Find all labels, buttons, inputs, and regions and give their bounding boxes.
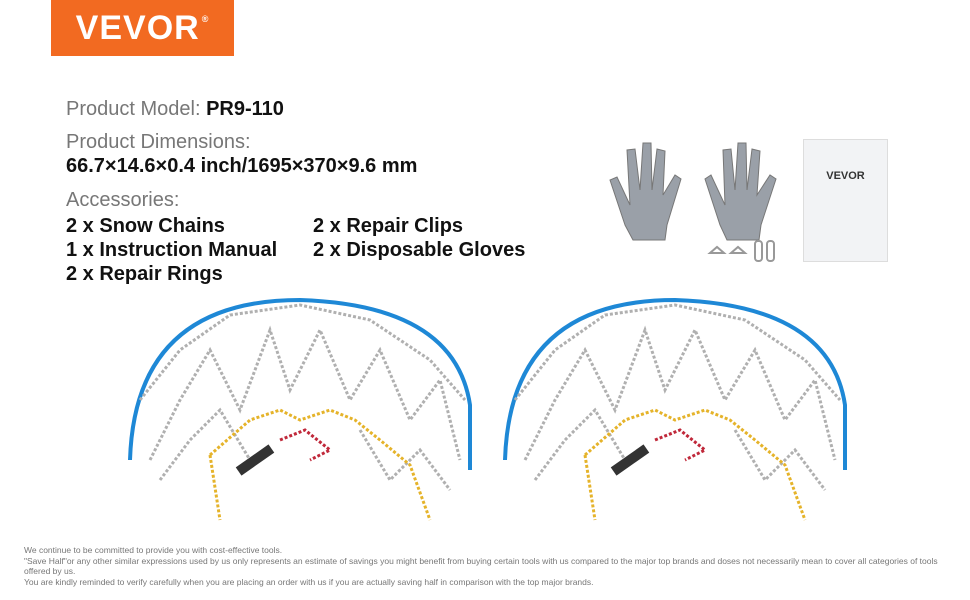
product-model: Product Model: PR9-110: [66, 98, 284, 121]
yellow-chain: [583, 408, 807, 521]
glove-left-icon: [609, 142, 682, 241]
yellow-chain: [208, 408, 432, 521]
cable: [128, 297, 472, 470]
tensioner: [610, 444, 650, 476]
glove-right-icon: [704, 142, 777, 241]
red-chain: [654, 428, 708, 462]
dimensions-value: 66.7×14.6×0.4 inch/1695×370×9.6 mm: [66, 155, 418, 177]
disclaimer-line: You are kindly reminded to verify carefu…: [24, 576, 594, 587]
cable: [503, 297, 847, 470]
red-chain: [279, 428, 333, 462]
repair-clips-icon: [707, 240, 775, 262]
instruction-manual-image: VEVOR: [803, 139, 888, 262]
accessories-label: Accessories:: [66, 189, 180, 211]
tensioner: [235, 444, 275, 476]
disclaimer-line: We continue to be committed to provide y…: [24, 545, 283, 555]
disclaimer: We continue to be committed to provide y…: [24, 545, 944, 587]
dimensions-label: Product Dimensions:: [66, 131, 251, 153]
accessory-item: 2 x Snow Chains: [66, 215, 225, 237]
model-value: PR9-110: [206, 98, 284, 120]
accessory-item: 2 x Repair Rings: [66, 263, 223, 285]
gloves-and-clips-image: [609, 142, 777, 262]
manual-logo: VEVOR: [826, 170, 865, 182]
chain-mesh: [138, 303, 467, 491]
chain-mesh: [513, 303, 842, 491]
logo-text: VEVOR: [75, 8, 200, 47]
vevor-logo: VEVOR®: [51, 0, 234, 56]
snow-chain-right-image: [503, 297, 847, 521]
accessory-item: 1 x Instruction Manual: [66, 239, 278, 261]
accessory-item: 2 x Repair Clips: [313, 215, 464, 237]
model-label: Product Model:: [66, 98, 201, 120]
disclaimer-line: "Save Half"or any other similar expressi…: [24, 555, 938, 577]
snow-chain-left-image: [128, 297, 472, 521]
accessory-item: 2 x Disposable Gloves: [313, 239, 526, 261]
